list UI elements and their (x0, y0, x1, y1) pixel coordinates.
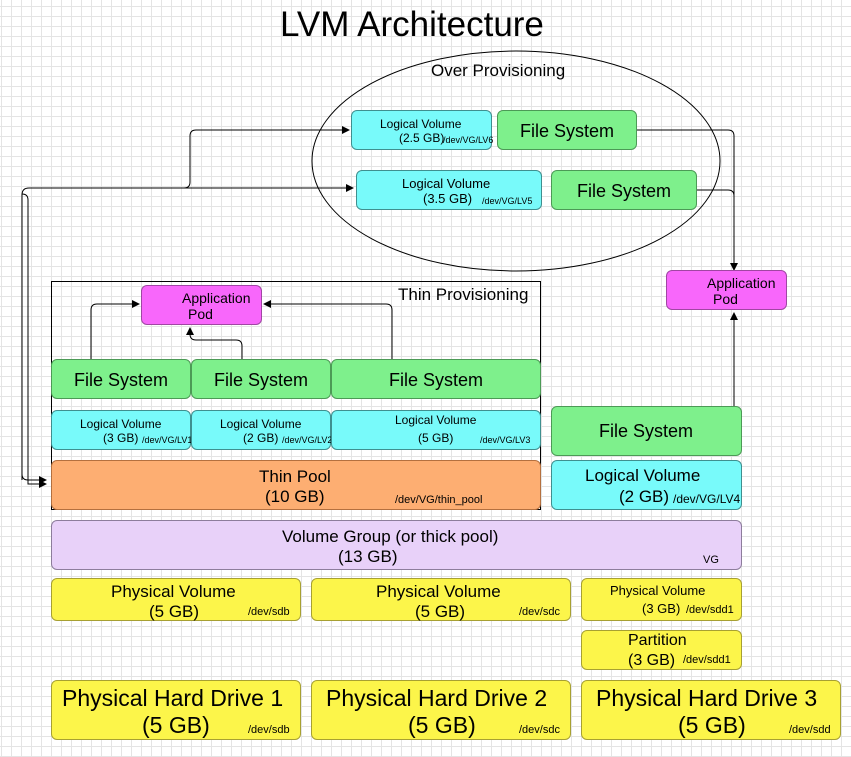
pod-right-line1: Application (707, 275, 776, 291)
physical-volume-sdd1[interactable]: Physical Volume (3 GB) /dev/sdd1 (581, 578, 742, 621)
partition-path: /dev/sdd1 (683, 654, 731, 666)
pv2-name: Physical Volume (376, 582, 501, 601)
hd3-size: (5 GB) (678, 712, 746, 738)
lv5-path: /dev/VG/LV5 (482, 196, 533, 206)
hard-drive-3[interactable]: Physical Hard Drive 3 (5 GB) /dev/sdd (581, 680, 841, 740)
pv2-size: (5 GB) (415, 602, 466, 621)
thin-provisioning-label: Thin Provisioning (398, 285, 529, 304)
physical-volume-sdb[interactable]: Physical Volume (5 GB) /dev/sdb (51, 578, 301, 621)
lv3-name: Logical Volume (395, 413, 477, 427)
logical-volume-lv4[interactable]: Logical Volume (2 GB) /dev/VG/LV4 (551, 460, 742, 510)
over-provisioning-label: Over Provisioning (431, 61, 566, 80)
volume-group[interactable]: Volume Group (or thick pool) (13 GB) VG (51, 520, 742, 570)
thin-pool-path: /dev/VG/thin_pool (395, 494, 483, 506)
lv2-name: Logical Volume (220, 417, 302, 431)
lv3-path: /dev/VG/LV3 (480, 435, 531, 445)
lv5-name: Logical Volume (402, 176, 491, 191)
pv3-path: /dev/sdd1 (686, 604, 734, 616)
hd1-size: (5 GB) (142, 712, 210, 738)
volume-group-name: Volume Group (or thick pool) (282, 527, 499, 546)
hd3-path: /dev/sdd (789, 724, 831, 736)
pv3-name: Physical Volume (610, 583, 706, 598)
fs2-label: File System (214, 370, 309, 390)
application-pod-right[interactable]: Application Pod (666, 270, 787, 310)
file-system-lv4[interactable]: File System (551, 406, 742, 456)
diagram-title: LVM Architecture (280, 5, 544, 44)
volume-group-size: (13 GB) (338, 547, 398, 566)
partition-sdd1[interactable]: Partition (3 GB) /dev/sdd1 (581, 630, 742, 670)
application-pod-thin[interactable]: Application Pod (141, 285, 262, 325)
file-system-lv3[interactable]: File System (331, 359, 541, 399)
lv2-size: (2 GB) (243, 431, 279, 445)
file-system-over-top[interactable]: File System (497, 110, 637, 150)
lv6-name: Logical Volume (380, 117, 462, 131)
logical-volume-lv3[interactable]: Logical Volume (5 GB) /dev/VG/LV3 (331, 410, 541, 450)
lv6-path: /dev/VG/LV6 (443, 135, 494, 145)
thin-pool[interactable]: Thin Pool (10 GB) /dev/VG/thin_pool (51, 460, 541, 510)
hd3-name: Physical Hard Drive 3 (596, 685, 818, 711)
thin-pool-size: (10 GB) (265, 487, 325, 506)
logical-volume-lv5[interactable]: Logical Volume (3.5 GB) /dev/VG/LV5 (356, 170, 542, 210)
lv5-size: (3.5 GB) (423, 191, 473, 206)
file-system-lv1[interactable]: File System (51, 359, 191, 399)
lv1-name: Logical Volume (80, 417, 162, 431)
pod-thin-line2: Pod (188, 306, 213, 322)
lv4-path: /dev/VG/LV4 (673, 492, 741, 506)
logical-volume-lv2[interactable]: Logical Volume (2 GB) /dev/VG/LV2 (191, 410, 333, 450)
pod-thin-line1: Application (182, 290, 251, 306)
lv4-size: (2 GB) (619, 487, 670, 506)
file-system-over-bottom[interactable]: File System (551, 170, 697, 210)
hd1-name: Physical Hard Drive 1 (62, 685, 284, 711)
hd2-name: Physical Hard Drive 2 (326, 685, 548, 711)
lv3-size: (5 GB) (418, 431, 454, 445)
lv1-path: /dev/VG/LV1 (142, 435, 193, 445)
hd2-size: (5 GB) (408, 712, 476, 738)
lv6-size: (2.5 GB) (399, 131, 445, 145)
pv3-size: (3 GB) (642, 601, 681, 616)
over-provisioning-ellipse (311, 50, 721, 272)
pod-right-line2: Pod (713, 291, 738, 307)
physical-volume-sdc[interactable]: Physical Volume (5 GB) /dev/sdc (311, 578, 571, 621)
file-system-lv2[interactable]: File System (191, 359, 331, 399)
volume-group-tag: VG (703, 554, 719, 566)
lv1-size: (3 GB) (103, 431, 139, 445)
logical-volume-lv1[interactable]: Logical Volume (3 GB) /dev/VG/LV1 (51, 410, 193, 450)
hd1-path: /dev/sdb (248, 724, 290, 736)
hard-drive-1[interactable]: Physical Hard Drive 1 (5 GB) /dev/sdb (51, 680, 301, 740)
pv2-path: /dev/sdc (519, 606, 560, 618)
thin-pool-name: Thin Pool (259, 467, 331, 486)
fs3-label: File System (389, 370, 484, 390)
pv1-size: (5 GB) (149, 602, 200, 621)
partition-name: Partition (628, 632, 687, 649)
fs1-label: File System (74, 370, 169, 390)
partition-size: (3 GB) (628, 652, 676, 669)
lv4-name: Logical Volume (585, 466, 701, 485)
fs-over-top-label: File System (520, 121, 615, 141)
pv1-path: /dev/sdb (248, 606, 290, 618)
pv1-name: Physical Volume (111, 582, 236, 601)
lv2-path: /dev/VG/LV2 (282, 435, 333, 445)
fs-over-bottom-label: File System (577, 181, 672, 201)
logical-volume-lv6[interactable]: Logical Volume (2.5 GB) /dev/VG/LV6 (351, 110, 494, 150)
hd2-path: /dev/sdc (519, 724, 560, 736)
fs4-label: File System (599, 421, 694, 441)
hard-drive-2[interactable]: Physical Hard Drive 2 (5 GB) /dev/sdc (311, 680, 571, 740)
